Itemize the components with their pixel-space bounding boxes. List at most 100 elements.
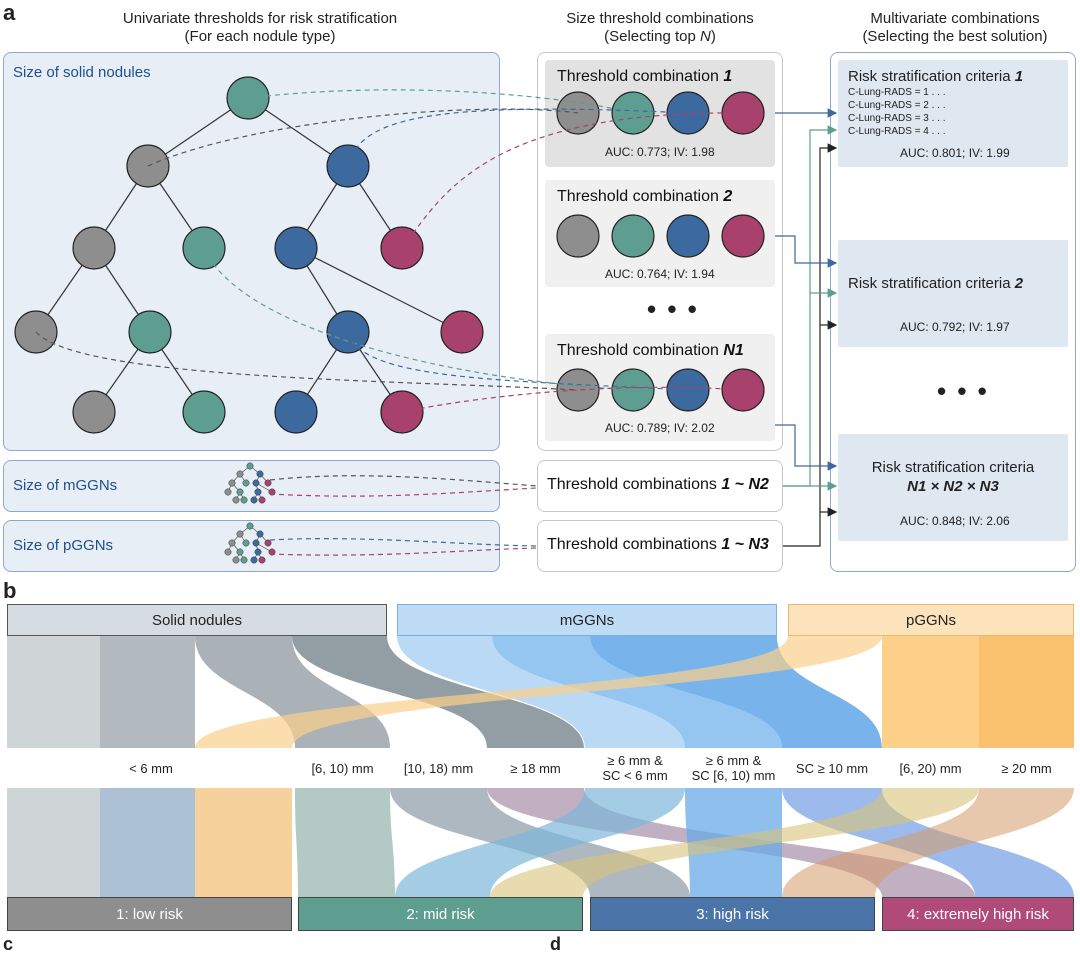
header-right: Multivariate combinations (Selecting the… [830, 10, 1080, 46]
category-pggn: pGGNs [788, 604, 1074, 636]
tree-node-blue [274, 226, 318, 270]
sankey-flow [395, 788, 685, 897]
combo-circle-gray [556, 214, 600, 258]
sankey-flow [195, 788, 292, 897]
solid-link [775, 424, 838, 471]
mini-tree-node [256, 470, 264, 478]
mini-tree-node [224, 488, 232, 496]
combo-ellipsis: • • • [647, 294, 699, 324]
mini-tree-node [242, 539, 250, 547]
tree-nodes [14, 76, 484, 434]
tree-node-gray [72, 390, 116, 434]
diagram-graphics [14, 76, 838, 564]
category-solid: Solid nodules [7, 604, 387, 636]
sankey-flow [100, 788, 195, 897]
criteria-2-metric: AUC: 0.792; IV: 1.97 [900, 320, 1010, 334]
sankey-flow [295, 788, 395, 897]
header-mid: Size threshold combinations (Selecting t… [530, 10, 790, 46]
combo-circles [556, 91, 765, 412]
mini-tree-node [224, 548, 232, 556]
header-mid-line1: Size threshold combinations [566, 10, 754, 27]
dashed-link [269, 547, 538, 556]
risk-level-mid: 2: mid risk [298, 897, 583, 931]
dashed-link [269, 475, 538, 487]
dashed-link [35, 331, 579, 391]
mini-tree-node [250, 556, 258, 564]
risk-level-extreme: 4: extremely high risk [882, 897, 1074, 931]
dashed-link [401, 112, 744, 249]
threshold-label: [10, 18) mm [403, 761, 474, 776]
criteria-3-metric: AUC: 0.848; IV: 2.06 [900, 514, 1010, 528]
solid-nodule-label: Size of solid nodules [13, 64, 151, 81]
combo-n1-title: Threshold combination N1 [557, 342, 744, 359]
mini-tree-node [242, 479, 250, 487]
threshold-row: < 6 mm [6, 10) mm [10, 18) mm ≥ 18 mm ≥ … [0, 748, 1080, 788]
pggn-combo-text: Threshold combinations 1 ~ N3 [547, 536, 769, 553]
threshold-label: [6, 10) mm [311, 761, 374, 776]
combo-1-title: Threshold combination 1 [557, 68, 733, 85]
criteria-1-line: C-Lung-RADS = 3 . . . [848, 113, 946, 124]
risk-level-high: 3: high risk [590, 897, 875, 931]
sankey-flow [100, 636, 195, 748]
mini-tree-node [256, 530, 264, 538]
combo-1-metric: AUC: 0.773; IV: 1.98 [605, 145, 715, 159]
combo-circle-teal [611, 91, 655, 135]
sankey-flow [979, 636, 1074, 748]
dashed-link [203, 247, 634, 391]
mini-tree-node [258, 496, 266, 504]
header-left: Univariate thresholds for risk stratific… [60, 10, 460, 46]
tree-edge [295, 247, 463, 333]
criteria-1-metric: AUC: 0.801; IV: 1.99 [900, 146, 1010, 160]
sankey-flow [492, 636, 782, 748]
criteria-card-1: Risk stratification criteria 1 C-Lung-RA… [838, 60, 1068, 167]
combo-circle-teal [611, 368, 655, 412]
mini-tree-node [254, 488, 262, 496]
threshold-label: ≥ 20 mm [1001, 761, 1052, 776]
solid-links [775, 108, 838, 547]
sankey-flow [292, 636, 584, 748]
mini-tree-node [246, 522, 254, 530]
criteria-3-formula: N1 × N2 × N3 [907, 478, 999, 495]
mggn-label: Size of mGGNs [13, 477, 118, 494]
tree-node-magenta [440, 310, 484, 354]
pggn-combo-box [537, 520, 783, 572]
dashed-link [147, 108, 579, 167]
dashed-link [269, 487, 538, 497]
combo-circle-blue [666, 214, 710, 258]
threshold-label: ≥ 6 mm &SC [6, 10) mm [691, 753, 776, 783]
sankey-flow [590, 636, 882, 748]
dashed-link [247, 89, 634, 114]
mini-tree-node [252, 479, 260, 487]
panel-letter-b: b [3, 578, 17, 603]
combo-2-title: Threshold combination 2 [557, 188, 733, 205]
panel-letter-d: d [550, 934, 561, 954]
sankey-flow [195, 636, 882, 748]
header-left-line2: (For each nodule type) [184, 28, 336, 45]
mggn-combo-text: Threshold combinations 1 ~ N2 [547, 476, 769, 493]
dashed-link [347, 331, 689, 391]
criteria-card-2: Risk stratification criteria 2 AUC: 0.79… [838, 240, 1068, 347]
panel-letter-c: c [3, 934, 14, 954]
dashed-link [347, 108, 689, 167]
criteria-ellipsis: • • • [937, 376, 989, 406]
combo-2-metric: AUC: 0.764; IV: 1.94 [605, 267, 715, 281]
mini-tree-node [250, 496, 258, 504]
mini-tree-node [240, 556, 248, 564]
risk-level-low: 1: low risk [7, 897, 292, 931]
header-right-line1: Multivariate combinations [870, 10, 1040, 27]
mini-tree-node [236, 488, 244, 496]
pggn-label: Size of pGGNs [13, 537, 114, 554]
mini-tree-node [246, 462, 254, 470]
solid-link [783, 143, 838, 547]
criteria-3-title: Risk stratification criteria [871, 459, 1035, 476]
criteria-1-line: C-Lung-RADS = 2 . . . [848, 100, 946, 111]
mini-tree-node [264, 539, 272, 547]
mini-tree-node [232, 556, 240, 564]
threshold-label: ≥ 6 mm &SC < 6 mm [602, 753, 668, 783]
mini-tree-node [232, 496, 240, 504]
category-mggn: mGGNs [397, 604, 777, 636]
sankey-flow [782, 788, 1074, 897]
sankey-flow [882, 636, 979, 748]
combo-n1-metric: AUC: 0.789; IV: 2.02 [605, 421, 715, 435]
threshold-label: < 6 mm [129, 761, 173, 776]
